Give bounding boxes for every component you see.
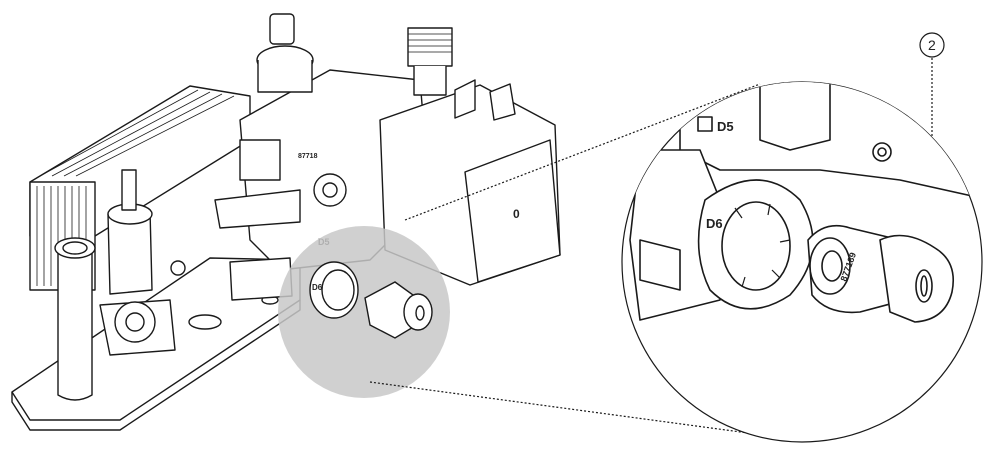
plate-hole [188,314,222,330]
cartridge-detail-slot-inner [920,275,928,297]
detail-screw-inner [877,147,887,157]
leader-line-upper [404,83,761,221]
callout-circle [919,32,945,58]
detail-view: D5 D6 877189 [629,82,982,323]
clip-ring-d6-detail-inner [721,201,791,291]
detail-manifold [679,82,982,201]
cartridge-detail-front-inner [821,250,843,282]
drain-cap [170,260,186,276]
detail-d5-tag [697,116,713,132]
valve-knob-inner [125,312,145,332]
callout-number: 2 [928,37,936,53]
detail-bracket-top [759,82,831,151]
pressure-sensor-inner [322,182,338,198]
cartridge-main-slot [415,305,425,321]
label-d6-main: D6 [312,283,323,292]
removed-parts-main: D6 [309,261,433,339]
pump-head [464,139,561,283]
leader-line-lower [369,381,801,441]
detail-pipe-lower [639,239,681,291]
label-d5-detail: D5 [717,119,734,134]
thread-lines [408,33,452,53]
inlet-pipe [57,249,93,401]
air-vent-body [257,60,313,93]
pump-clips [454,79,516,121]
fitting-neck [413,66,447,96]
label-d6-detail: D6 [706,216,723,231]
clip-ring-d6-main-inner [321,269,355,311]
bracket [214,189,301,229]
callout-2: 2 [919,32,945,58]
pump-mark: 0 [513,207,520,221]
inlet-pipe-bore [62,241,88,255]
fill-valve-stem [121,169,137,211]
part-code-main: 87718 [298,153,318,160]
clip-ring-teeth [734,203,791,288]
boiler-hydraulic-assembly: 0 D5 D7 87718 [11,13,561,431]
air-vent-cap [269,13,295,45]
connector-block [239,139,281,181]
